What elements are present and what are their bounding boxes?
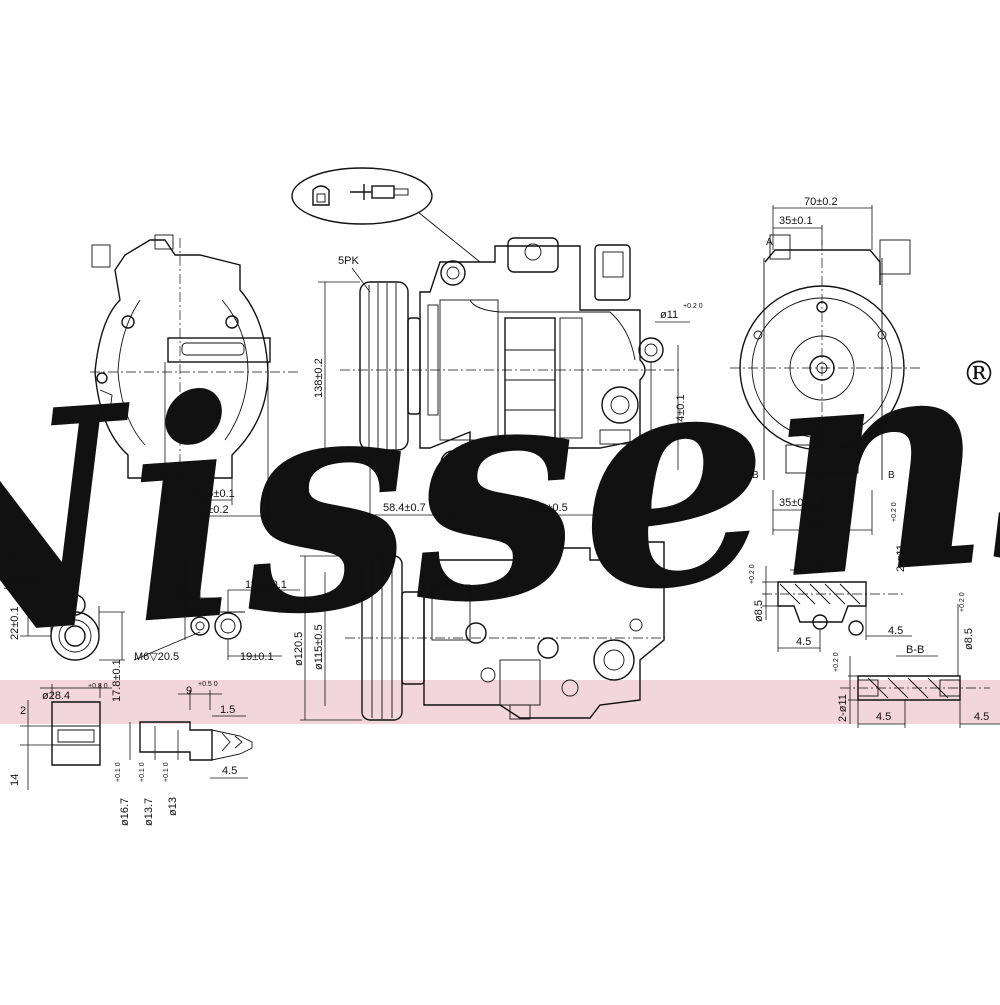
left-dim-lip: 2 — [20, 705, 26, 717]
front-view: 64,5±0.1 72±0.2 — [90, 234, 300, 520]
mid-dim-dia-a-tol: +0.1 0 — [115, 762, 122, 782]
left-dim-height: 14 — [9, 774, 21, 786]
bottom-view: ø120.5 ø115±0.5 — [293, 541, 665, 721]
connector-icon — [312, 185, 330, 206]
mid-dim-dia-b-tol: +0.1 0 — [139, 762, 146, 782]
watermark: Nissens ® — [0, 268, 1000, 712]
side-dim-len-a: 58.4±0.7 — [383, 502, 426, 514]
section-bb-title: B-B — [906, 644, 924, 656]
left-thread: M6▽16 — [4, 575, 40, 587]
rear-dim-bore: 2-ø11 — [895, 544, 907, 572]
detail-callout — [291, 167, 481, 263]
bb-dim-bore-tol: +0.2 0 — [833, 652, 840, 672]
rear-label-a: A — [766, 237, 773, 248]
section-aa: A-A ø8.5 +0.2 0 4.5 4.5 — [749, 557, 912, 652]
left-dim-dia-tol: +0.8 0 — [88, 683, 108, 690]
aa-dim-dia: ø8.5 — [753, 600, 765, 622]
mid-dim-depth-tol: +0.5 0 — [198, 681, 218, 688]
mid-dim-dia-c-tol: +0.1 0 — [163, 762, 170, 782]
aa-dim-step-a: 4.5 — [796, 636, 811, 648]
mid-dim-dia-a: ø16.7 — [119, 798, 131, 826]
mid-dim-dia-c: ø13 — [167, 797, 179, 816]
mid-dim-depth: 9 — [186, 685, 192, 697]
mid-dim-dia-b: ø13.7 — [143, 798, 155, 826]
rear-label-b-left: B — [752, 470, 759, 481]
watermark-text: Nissens — [0, 268, 1000, 712]
mid-thread: M6▽20.5 — [134, 651, 179, 663]
side-dim-offset: 14±0.1 — [675, 394, 687, 428]
bb-dim-step-b: 4.5 — [974, 711, 989, 723]
aa-dim-dia-tol: +0.2 0 — [749, 564, 756, 584]
mid-dim-step: 4.5 — [222, 765, 237, 777]
bb-dim-dia: ø8.5 — [963, 628, 975, 650]
bottom-dim-pulley-inner: ø115±0.5 — [313, 624, 325, 670]
front-dim-width-a: 64,5±0.1 — [192, 488, 235, 500]
side-dim-hole: ø11 — [660, 309, 678, 321]
side-dim-len-b: 141±0.5 — [528, 502, 568, 514]
mid-dim-lip: 1.5 — [220, 704, 235, 716]
side-dim-hole-tol: +0.2 0 — [683, 303, 703, 310]
fitting-left: 8.55±0.1 M6▽16 22±0.1 17.8±0.1 ø28.4 +0.… — [3, 553, 125, 790]
side-belt-label: 5PK — [338, 255, 359, 267]
front-dim-width-b: 72±0.2 — [195, 504, 229, 516]
mid-dim-offset: 19±0.1 — [240, 651, 274, 663]
side-view: 138±0.2 5PK ø11 +0.2 0 14±0.1 58.4±0.7 1… — [313, 237, 703, 520]
section-aa-title: A-A — [806, 557, 825, 569]
rear-label-b-right: B — [888, 470, 895, 481]
left-dim-top: 8.55±0.1 — [8, 553, 51, 565]
registered-mark: ® — [962, 354, 996, 394]
rear-dim-bottom-half: 35±0.1 — [779, 497, 813, 509]
mid-dim-spacing: 11.7±0.1 — [245, 579, 287, 591]
bottom-dim-pulley-outer: ø120.5 — [293, 632, 305, 666]
plug-icon — [350, 184, 409, 200]
left-dim-vert: 22±0.1 — [9, 606, 21, 640]
rear-dim-bottom-total: 70±0.2 — [804, 517, 838, 529]
side-dim-height: 138±0.2 — [313, 358, 325, 398]
bb-dim-bore: 2-ø11 — [837, 694, 849, 722]
fitting-mid: 4.3±0.1 11.7±0.1 M6▽20.5 19±0.1 9 +0.5 0… — [115, 560, 300, 826]
section-bb: B-B ø8.5 +0.2 0 2-ø11 +0.2 0 4.5 4.5 — [833, 592, 1000, 728]
bb-dim-dia-tol: +0.2 0 — [959, 592, 966, 612]
left-dim-dia: ø28.4 — [42, 690, 70, 702]
left-dim-side: 17.8±0.1 — [111, 659, 123, 702]
rear-view: 70±0.2 35±0.1 A B B 35±0.1 70±0.2 2-ø11 … — [730, 196, 920, 572]
aa-dim-step-b: 4.5 — [888, 625, 903, 637]
rear-dim-top-total: 70±0.2 — [804, 196, 838, 208]
mid-dim-vert: 4.3±0.1 — [173, 569, 185, 606]
rear-dim-bore-tol: +0.2 0 — [891, 502, 898, 522]
rear-dim-top-half: 35±0.1 — [779, 215, 813, 227]
bb-dim-step-a: 4.5 — [876, 711, 891, 723]
